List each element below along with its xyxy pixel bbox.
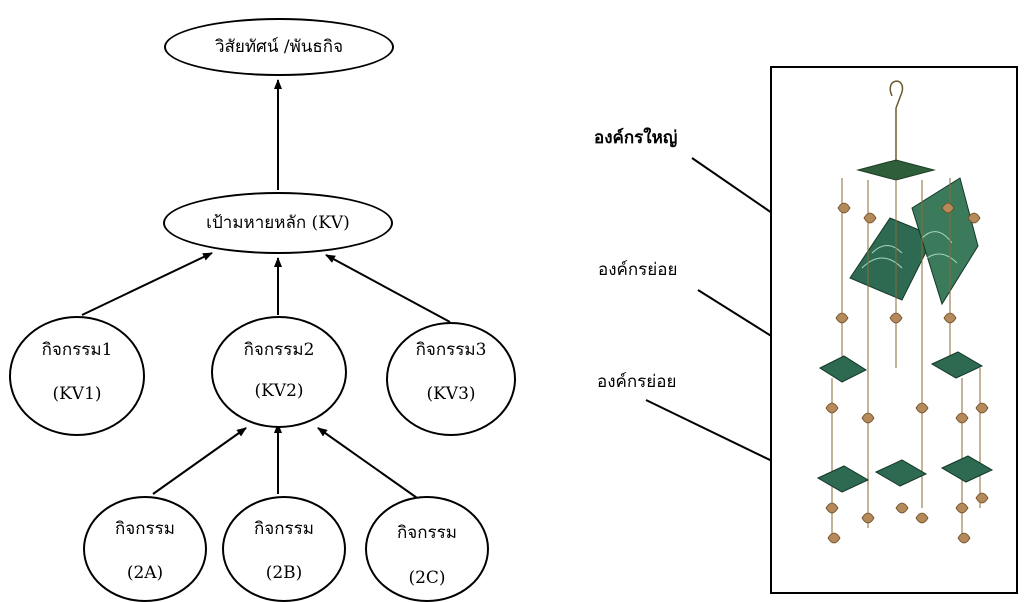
sub-activity-2a-code: (2A) bbox=[126, 563, 164, 583]
sub-org-shape-2 bbox=[930, 351, 984, 379]
sub-org-label-2: องค์กรย่อย bbox=[597, 372, 677, 392]
sub-org-shape-4 bbox=[874, 459, 928, 487]
vision-mission-node: วิสัยทัศน์ /พันธกิจ bbox=[164, 18, 394, 76]
activity-kv2-code: (KV2) bbox=[254, 381, 304, 401]
activity-kv3-code: (KV3) bbox=[426, 384, 476, 404]
sub-activity-2c-code: (2C) bbox=[408, 568, 446, 588]
activity-kv1-title: กิจกรรม1 bbox=[41, 340, 113, 360]
key-goal-node: เป้ามหายหลัก (KV) bbox=[163, 192, 393, 254]
arrow-kv3-to-goal bbox=[325, 254, 451, 323]
activity-kv2-title: กิจกรรม2 bbox=[243, 340, 315, 360]
sub-activity-2b-title: กิจกรรม bbox=[253, 519, 314, 539]
main-org-shape bbox=[849, 177, 979, 306]
vision-mission-label: วิสัยทัศน์ /พันธกิจ bbox=[214, 37, 344, 57]
sub-activity-2c-node: กิจกรรม (2C) bbox=[365, 496, 489, 602]
sub-activity-2c-title: กิจกรรม bbox=[396, 523, 457, 543]
arrow-2c-to-kv2 bbox=[317, 427, 421, 501]
sub-activity-2b-code: (2B) bbox=[265, 563, 303, 583]
sub-org-label-1: องค์กรย่อย bbox=[598, 260, 678, 280]
activity-kv1-code: (KV1) bbox=[52, 384, 102, 404]
mobile-photo-frame bbox=[770, 66, 1018, 594]
key-goal-label: เป้ามหายหลัก (KV) bbox=[206, 213, 350, 233]
activity-kv3-title: กิจกรรม3 bbox=[415, 340, 487, 360]
arrow-2a-to-kv2 bbox=[152, 427, 247, 495]
activity-kv1-node: กิจกรรม1 (KV1) bbox=[9, 316, 145, 436]
sub-org-shape-1 bbox=[818, 355, 868, 383]
hanging-mobile-illustration bbox=[816, 80, 994, 544]
sub-org-shape-5 bbox=[940, 455, 994, 483]
sub-activity-2b-node: กิจกรรม (2B) bbox=[222, 496, 346, 602]
sub-activity-2a-title: กิจกรรม bbox=[114, 519, 175, 539]
activity-kv3-node: กิจกรรม3 (KV3) bbox=[386, 322, 516, 436]
activity-kv2-node: กิจกรรม2 (KV2) bbox=[211, 316, 347, 428]
main-org-label: องค์กรใหญ่ bbox=[594, 128, 678, 148]
sub-org-shape-3 bbox=[816, 465, 870, 493]
sub-activity-2a-node: กิจกรรม (2A) bbox=[83, 496, 207, 602]
arrow-kv1-to-goal bbox=[81, 252, 213, 316]
